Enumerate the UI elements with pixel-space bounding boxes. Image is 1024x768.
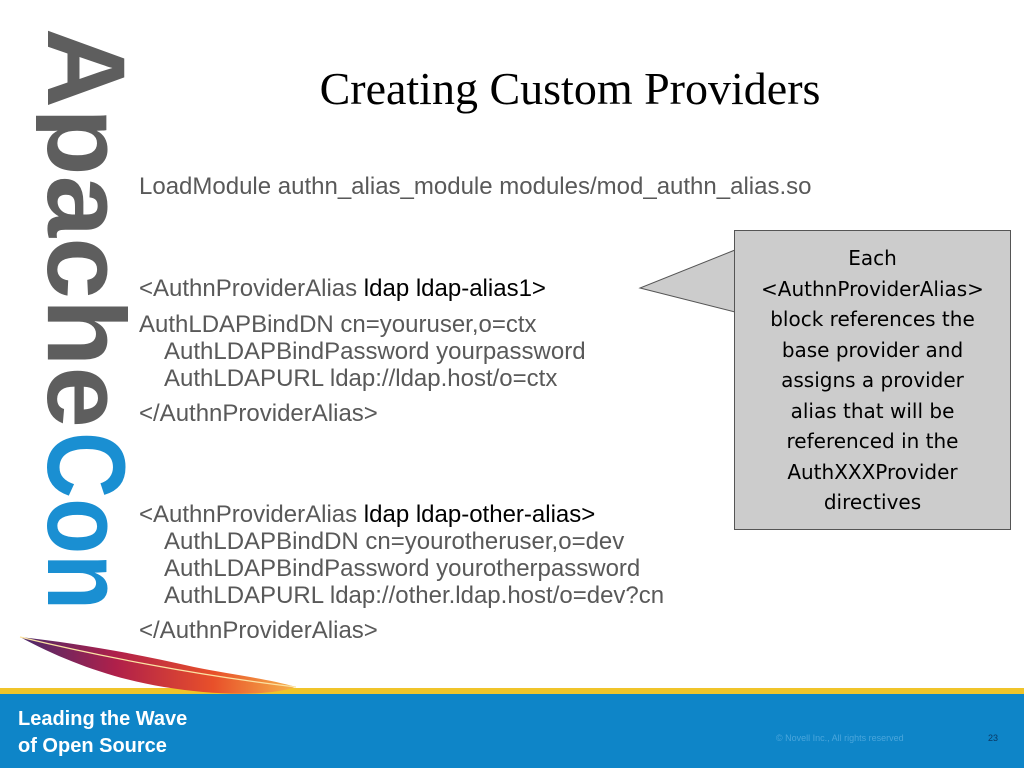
callout-pointer: [638, 249, 736, 313]
block1-url: AuthLDAPURL ldap://ldap.host/o=ctx: [164, 365, 558, 392]
logo-apache-text: Apache: [36, 28, 146, 428]
block1-open-line: <AuthnProviderAlias ldap ldap-alias1>: [139, 275, 546, 302]
block1-bindpw: AuthLDAPBindPassword yourpassword: [164, 338, 586, 365]
apachecon-logo: Apache Con: [36, 0, 146, 620]
block2-open-tag: <AuthnProviderAlias: [139, 501, 364, 528]
footer-copyright: © Novell Inc., All rights reserved: [776, 733, 904, 743]
block2-binddn: AuthLDAPBindDN cn=yourotheruser,o=dev: [164, 528, 625, 555]
block2-open-line: <AuthnProviderAlias ldap ldap-other-alia…: [139, 501, 595, 528]
callout-line: block references the: [770, 307, 975, 331]
logo-con-text: Con: [36, 432, 146, 610]
footer-band: [0, 688, 1024, 768]
slide-title: Creating Custom Providers: [319, 63, 821, 114]
callout-line: AuthXXXProvider: [787, 459, 958, 484]
block1-open-tag: <AuthnProviderAlias: [139, 275, 364, 302]
loadmodule-line: LoadModule authn_alias_module modules/mo…: [139, 173, 812, 200]
tagline-line1: Leading the Wave: [18, 708, 188, 730]
block2-bindpw: AuthLDAPBindPassword yourotherpassword: [164, 555, 641, 582]
callout-line: assigns a provider: [781, 368, 964, 392]
callout-line: <AuthnProviderAlias>: [761, 276, 984, 301]
block2-open-close: >: [581, 501, 596, 528]
apache-feather-icon: [19, 636, 297, 694]
block1-close-tag: </AuthnProviderAlias>: [139, 400, 378, 427]
block1-open-close: >: [531, 275, 546, 302]
page-number: 23: [988, 733, 999, 743]
callout-line: Each: [848, 246, 897, 270]
block2-args: ldap ldap-other-alias: [363, 501, 582, 528]
callout-box: Each <AuthnProviderAlias> block referenc…: [734, 230, 1011, 530]
callout-line: alias that will be: [790, 398, 955, 423]
callout-line: directives: [823, 490, 922, 514]
callout-line: referenced in the: [786, 429, 959, 453]
block2-url: AuthLDAPURL ldap://other.ldap.host/o=dev…: [164, 582, 665, 609]
block1-args: ldap ldap-alias1: [363, 275, 532, 302]
callout-line: base provider and: [781, 337, 964, 362]
footer-tagline: Leading the Wave of Open Source: [18, 706, 187, 760]
tagline-line2: of Open Source: [18, 735, 167, 757]
block2-close-tag: </AuthnProviderAlias>: [139, 617, 378, 644]
block1-binddn: AuthLDAPBindDN cn=youruser,o=ctx: [139, 311, 537, 338]
